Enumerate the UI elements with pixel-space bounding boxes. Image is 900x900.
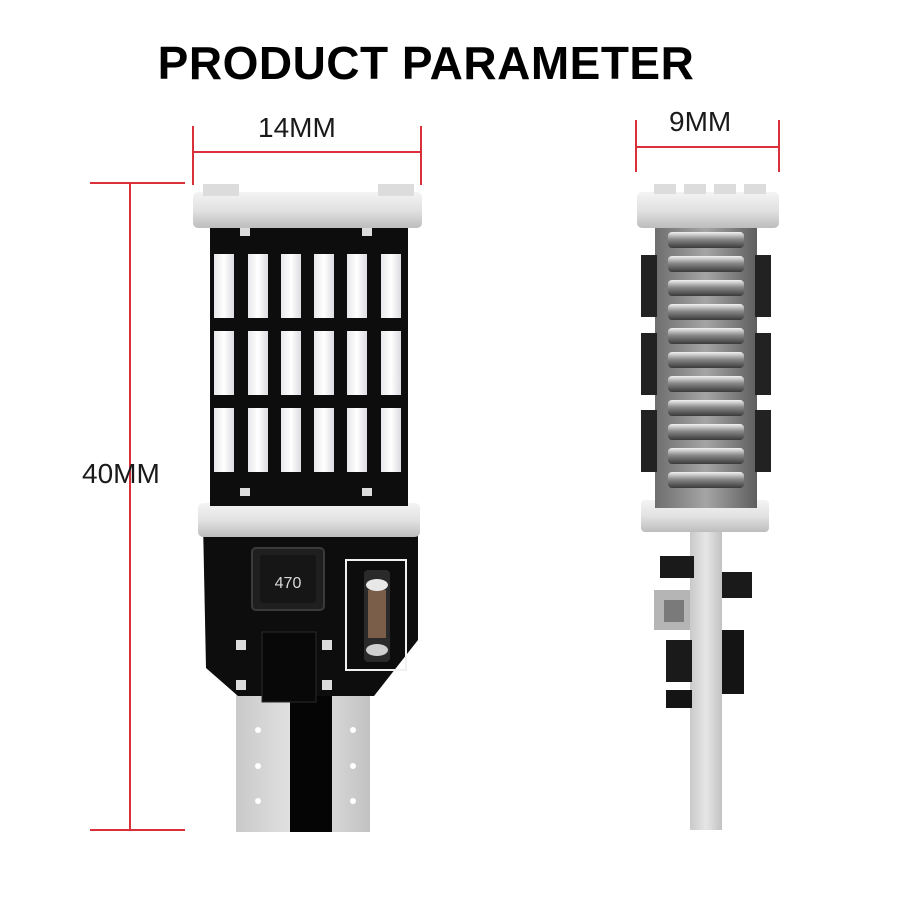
height-label: 40MM bbox=[82, 458, 160, 489]
led-chip-grid bbox=[214, 254, 401, 472]
depth-label: 9MM bbox=[669, 106, 732, 137]
dimension-lines bbox=[90, 120, 780, 831]
inductor-marking: 470 bbox=[275, 575, 302, 592]
heat-sink-fins bbox=[668, 232, 744, 488]
bulb-side-view bbox=[637, 184, 779, 830]
width-label: 14MM bbox=[258, 112, 336, 143]
page-title: PRODUCT PARAMETER bbox=[157, 37, 695, 89]
bulb-front-view bbox=[193, 184, 422, 832]
